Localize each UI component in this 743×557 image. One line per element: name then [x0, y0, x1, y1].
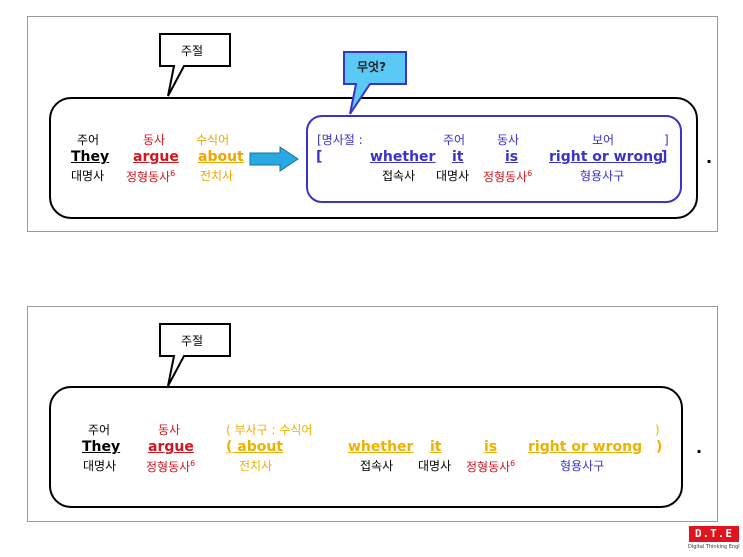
p2-it-word: it	[430, 439, 442, 455]
sentence-period-2: .	[696, 438, 703, 457]
p2-is-pos: 정형동사6	[466, 459, 516, 474]
sentence-box-2	[49, 386, 683, 508]
what-callout-label: 무엇?	[357, 60, 387, 74]
p2-verb-word: argue	[148, 439, 194, 455]
p2-subject-word: They	[82, 439, 121, 455]
dte-logo: D.T.E Digital Thinking English	[688, 526, 740, 554]
clause-subject-word: it	[452, 149, 464, 165]
p2-is-word: is	[484, 439, 498, 455]
noun-clause-open-bracket: [	[316, 149, 323, 165]
modifier-pos: 전치사	[200, 169, 234, 183]
noun-clause-close-bracket: ]	[661, 149, 668, 165]
clause-subject-role: 주어	[443, 133, 466, 147]
p2-conj-pos: 접속사	[360, 459, 394, 473]
complement-role: 보어	[592, 133, 615, 147]
p2-phrase-close-label: )	[655, 423, 660, 437]
p2-complement-pos: 형용사구	[560, 459, 605, 473]
modifier-word: about	[198, 149, 244, 165]
p2-subject-pos: 대명사	[83, 459, 117, 473]
verb-role: 동사	[143, 133, 166, 147]
complement-word: right or wrong	[549, 149, 664, 165]
main-clause-callout-2	[159, 323, 231, 387]
p2-complement-word: right or wrong	[528, 439, 643, 455]
subject-pos: 대명사	[71, 169, 105, 183]
modifier-role: 수식어	[196, 133, 230, 147]
p2-it-pos: 대명사	[418, 459, 452, 473]
noun-clause-close-label: ]	[664, 133, 669, 147]
p2-conj-word: whether	[348, 439, 414, 455]
clause-verb-role: 동사	[497, 133, 520, 147]
p2-prep-word: ( about	[226, 439, 284, 455]
main-clause-callout-label: 주절	[181, 44, 204, 58]
clause-subject-pos: 대명사	[436, 169, 470, 183]
what-callout	[343, 51, 407, 115]
sentence-period: .	[706, 148, 713, 167]
p2-subject-role: 주어	[88, 423, 111, 437]
main-clause-callout-label-2: 주절	[181, 334, 204, 348]
clause-verb-word: is	[505, 149, 519, 165]
verb-pos: 정형동사6	[126, 169, 176, 184]
conj-pos: 접속사	[382, 169, 416, 183]
p2-phrase-open-label: ( 부사구 : 수식어	[226, 423, 313, 437]
clause-verb-pos: 정형동사6	[483, 169, 533, 184]
p2-prep-pos: 전치사	[239, 459, 273, 473]
p2-verb-role: 동사	[158, 423, 181, 437]
p2-phrase-close-bracket: )	[656, 439, 663, 455]
complement-pos: 형용사구	[580, 169, 625, 183]
conj-word: whether	[370, 149, 436, 165]
main-clause-callout	[159, 33, 231, 97]
noun-clause-open-label: [명사절 :	[317, 133, 363, 147]
noun-clause-box	[306, 115, 682, 203]
dte-logo-caption: Digital Thinking English	[688, 544, 740, 550]
verb-word: argue	[133, 149, 179, 165]
p2-verb-pos: 정형동사6	[146, 459, 196, 474]
arrow-icon	[249, 146, 299, 172]
dte-logo-mark: D.T.E	[689, 526, 739, 542]
subject-word: They	[71, 149, 110, 165]
subject-role: 주어	[77, 133, 100, 147]
